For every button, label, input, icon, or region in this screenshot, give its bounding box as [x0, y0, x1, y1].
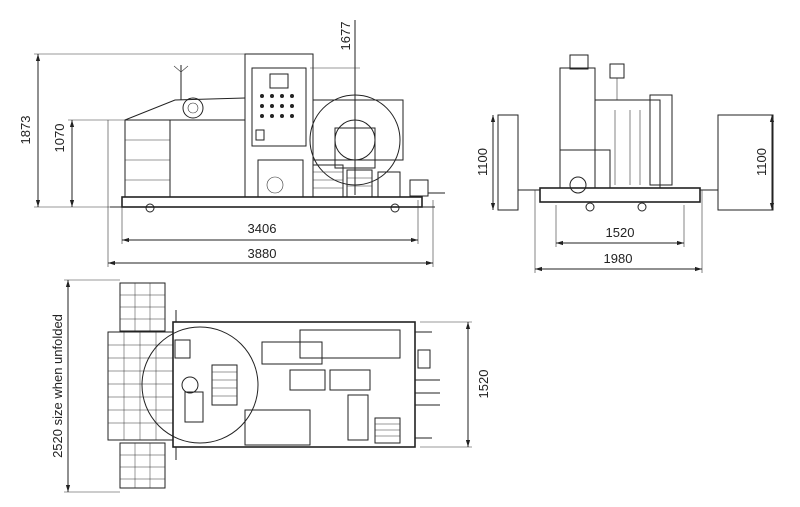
end-frame-width: 1520: [606, 225, 635, 240]
side-view: 1873 1677 1070 3406 3880: [18, 20, 445, 267]
side-platform-height: 1070: [52, 124, 67, 153]
top-grille: [108, 332, 173, 440]
side-frame-length: 3406: [248, 221, 277, 236]
top-frame-width: 1520: [476, 370, 491, 399]
end-overall-width: 1980: [604, 251, 633, 266]
side-total-height: 1873: [18, 116, 33, 145]
side-overall-length: 3880: [248, 246, 277, 261]
top-view: 2520 size when unfolded 1520: [50, 279, 491, 493]
side-tower-height: 1677: [338, 22, 353, 51]
side-grille: [312, 164, 401, 198]
end-right-height: 1100: [754, 148, 769, 176]
top-unfolded-size: 2520 size when unfolded: [50, 314, 65, 458]
end-view: 1100 1100 1520 1980: [475, 54, 775, 273]
end-left-height: 1100: [475, 148, 490, 176]
